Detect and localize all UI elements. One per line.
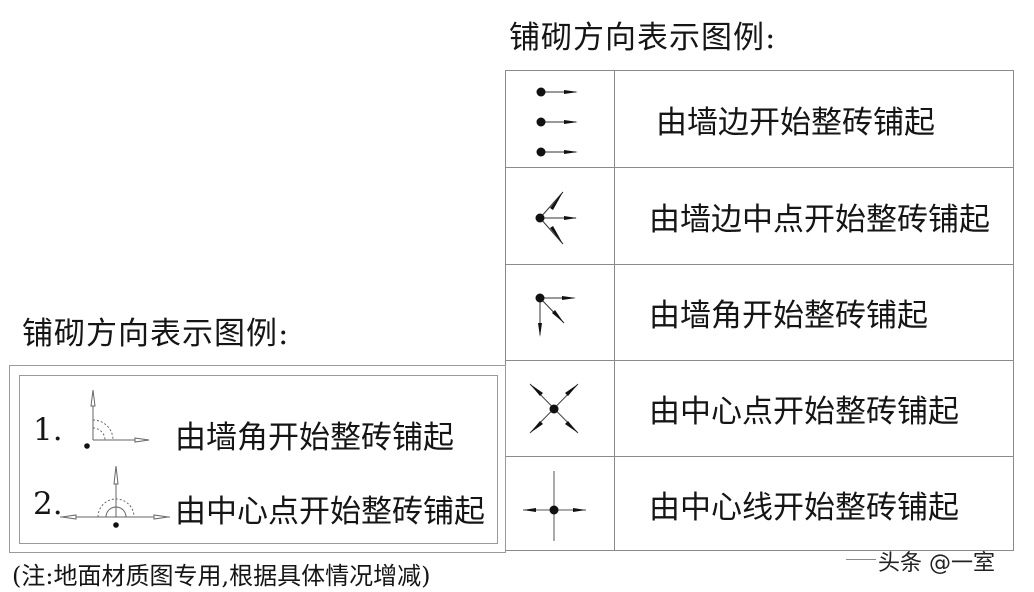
corner-right-angle-arrows-icon [84,389,150,449]
legend-row: 由墙角开始整砖铺起 [506,264,1013,360]
legend-item: 2. 由中心点开始整砖铺起 [20,456,497,536]
left-legend-title: 铺砌方向表示图例: [22,316,290,352]
right-legend-title: 铺砌方向表示图例: [509,20,777,56]
legend-row-label: 由中心点开始整砖铺起 [649,394,959,430]
legend-row-label: 由墙边开始整砖铺起 [656,104,935,141]
legend-row-label: 由墙边中点开始整砖铺起 [649,201,990,238]
legend-item: 1. 由墙角开始整砖铺起 [20,384,497,464]
item-number: 2. [33,486,63,522]
legend-item-label: 由中心点开始整砖铺起 [175,494,485,530]
usage-note: (注:地面材质图专用,根据具体情况增减) [12,562,431,590]
legend-row: 由中心线开始整砖铺起 [506,456,1013,552]
right-legend-table: 由墙边开始整砖铺起 由墙边中点开始整砖铺起 [505,70,1014,551]
watermark-line [846,559,876,560]
dot-three-arrows-fan-icon [506,168,614,264]
corner-dot-three-arrows-icon [506,265,614,360]
left-legend-outer-frame [9,365,506,553]
left-legend-inner-frame: 1. 由墙角开始整砖铺起 2. [19,375,498,544]
legend-row-label: 由中心线开始整砖铺起 [649,490,959,526]
legend-row: 由墙边开始整砖铺起 [506,71,1013,167]
center-dot-four-diagonal-arrows-icon [506,361,614,456]
legend-row: 由墙边中点开始整砖铺起 [506,167,1013,264]
legend-row-label: 由墙角开始整砖铺起 [649,298,928,334]
three-dots-arrows-right-icon [506,71,614,167]
center-half-circle-arrows-icon [60,465,170,528]
legend-row: 由中心点开始整砖铺起 [506,360,1013,456]
center-line-cross-arrows-icon [506,457,614,552]
watermark-text: 头条 @一室 [878,551,995,576]
column-divider [614,71,615,550]
legend-item-label: 由墙角开始整砖铺起 [175,420,454,456]
item-number: 1. [33,412,63,448]
